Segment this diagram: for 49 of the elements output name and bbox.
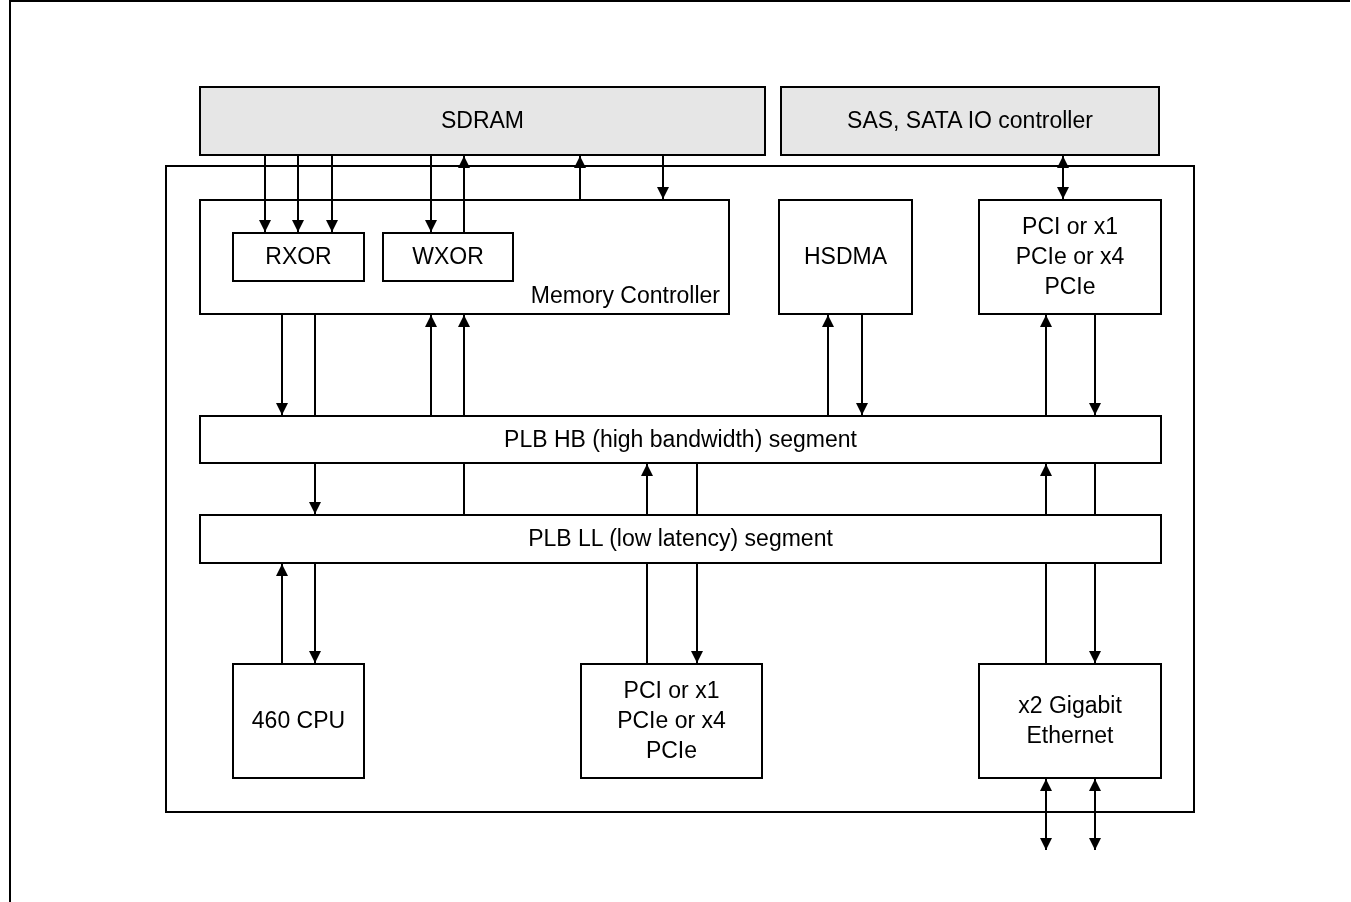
arrow [657, 155, 669, 200]
arrow [1040, 778, 1052, 851]
arrow [425, 155, 437, 233]
arrow [856, 314, 868, 416]
dma-block [778, 199, 913, 315]
block-label: HSDMA [803, 242, 888, 272]
xor-block [232, 232, 365, 282]
interface-block [978, 199, 1162, 315]
controller-block [780, 86, 1160, 156]
bus-segment [199, 415, 1162, 464]
arrow [1040, 463, 1052, 515]
arrow [1089, 314, 1101, 416]
arrow [822, 314, 834, 416]
arrow [425, 314, 437, 416]
block-label: PLB HB (high bandwidth) segment [504, 424, 857, 454]
arrow [292, 155, 304, 233]
controller-block [199, 199, 730, 315]
block-label: PLB LL (low latency) segment [528, 524, 833, 554]
cpu-block [232, 663, 365, 779]
arrow [691, 563, 703, 664]
xor-block [382, 232, 514, 282]
block-label: RXOR [265, 242, 332, 272]
arrow [641, 463, 653, 515]
arrow [1089, 778, 1101, 851]
block-label: SAS, SATA IO controller [847, 106, 1093, 136]
block-label: 460 CPU [251, 706, 346, 736]
arrow [259, 155, 271, 233]
arrow [1040, 314, 1052, 416]
arrow [574, 155, 586, 200]
arrow [1057, 155, 1069, 200]
arrow [1089, 563, 1101, 664]
arrow [458, 155, 470, 233]
arrow [276, 314, 288, 416]
block-label: Memory Controller [530, 281, 720, 311]
chip-boundary [165, 165, 1195, 813]
block-label: SDRAM [440, 106, 525, 136]
block-label: PCI or x1 PCIe or x4 PCIe [616, 676, 727, 765]
arrow [309, 463, 321, 515]
block-label: PCI or x1 PCIe or x4 PCIe [1014, 212, 1126, 301]
arrow [326, 155, 338, 233]
arrow [458, 314, 470, 416]
interface-block [580, 663, 763, 779]
block-label: WXOR [412, 242, 484, 272]
block-label: x2 Gigabit Ethernet [1017, 691, 1123, 750]
arrow [309, 563, 321, 664]
bus-segment [199, 514, 1162, 564]
arrow [276, 563, 288, 664]
memory-block [199, 86, 766, 156]
ethernet-block [978, 663, 1162, 779]
